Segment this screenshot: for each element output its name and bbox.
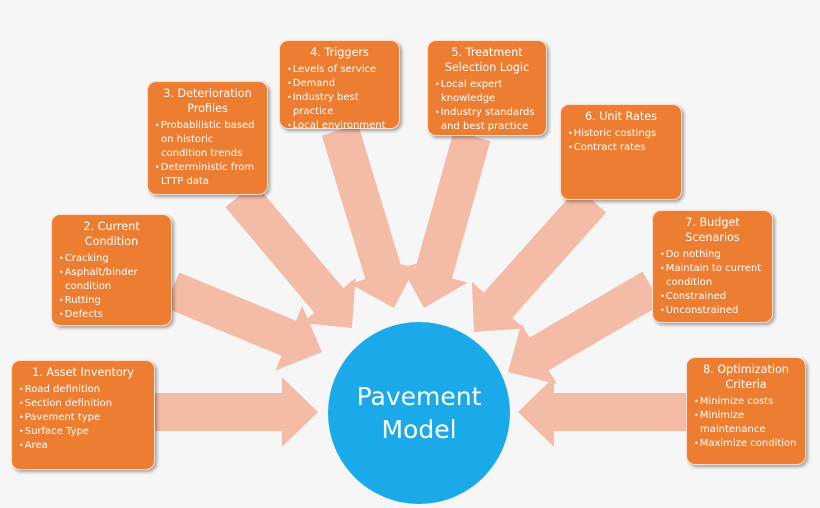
list-item: Rutting: [57, 294, 166, 308]
box-6: 6. Unit RatesHistoric costingsContract r…: [560, 104, 682, 200]
box-items: CrackingAsphalt/binder conditionRuttingD…: [57, 252, 166, 322]
box-title: 5. Treatment Selection Logic: [444, 46, 530, 74]
list-item: Contract rates: [566, 141, 676, 155]
box-title: 7. Budget Scenarios: [685, 216, 740, 244]
list-item: Probabilistic based on historic conditio…: [153, 119, 262, 161]
list-item: Historic costings: [566, 127, 676, 141]
box-4: 4. TriggersLevels of serviceDemandIndust…: [279, 40, 400, 131]
list-item: Cracking: [57, 252, 166, 266]
arrow-4: [321, 124, 418, 308]
list-item: Minimize costs: [692, 395, 800, 409]
list-item: Defects: [57, 308, 166, 322]
list-item: Pavement type: [17, 411, 149, 425]
list-item: Section definition: [17, 397, 149, 411]
list-item: Industry best practice: [285, 91, 394, 119]
box-title: 6. Unit Rates: [584, 110, 658, 123]
arrow-7: [508, 271, 662, 385]
box-items: Local expert knowledgeIndustry standards…: [433, 78, 541, 134]
list-item: Deterministic from LTTP data: [153, 161, 262, 189]
box-1: 1. Asset InventoryRoad definitionSection…: [11, 360, 155, 470]
box-title: 8. Optimization Criteria: [703, 363, 789, 391]
box-5: 5. Treatment Selection LogicLocal expert…: [427, 40, 547, 136]
list-item: Levels of service: [285, 63, 394, 77]
box-title: 1. Asset Inventory: [32, 366, 134, 379]
list-item: Local environment: [285, 119, 394, 133]
list-item: Industry standards and best practice: [433, 106, 541, 134]
list-item: Asphalt/binder condition: [57, 266, 166, 294]
list-item: Unconstrained: [658, 304, 767, 318]
box-items: Levels of serviceDemandIndustry best pra…: [285, 63, 394, 133]
center-line-1: Pavement: [356, 382, 482, 411]
arrow-1: [155, 377, 318, 447]
box-2: 2. Current ConditionCrackingAsphalt/bind…: [51, 214, 172, 326]
box-items: Probabilistic based on historic conditio…: [153, 119, 262, 189]
box-items: Minimize costsMinimize maintenanceMaximi…: [692, 395, 800, 451]
arrow-3: [225, 182, 356, 328]
box-items: Historic costingsContract rates: [566, 127, 676, 155]
list-item: Maintain to current condition: [658, 262, 767, 290]
arrow-2: [164, 272, 322, 371]
arrow-8: [518, 377, 686, 447]
list-item: Maximize condition: [692, 437, 800, 451]
box-title: 3. Deterioration Profiles: [163, 87, 252, 115]
list-item: Minimize maintenance: [692, 409, 800, 437]
list-item: Road definition: [17, 383, 149, 397]
list-item: Do nothing: [658, 248, 767, 262]
box-8: 8. Optimization CriteriaMinimize costsMi…: [686, 357, 806, 465]
box-3: 3. Deterioration ProfilesProbabilistic b…: [147, 81, 268, 195]
list-item: Area: [17, 439, 149, 453]
box-items: Do nothingMaintain to current conditionC…: [658, 248, 767, 318]
list-item: Constrained: [658, 290, 767, 304]
list-item: Surface Type: [17, 425, 149, 439]
box-items: Road definitionSection definitionPavemen…: [17, 383, 149, 453]
arrow-6: [471, 187, 607, 332]
arrow-5: [399, 130, 491, 308]
center-line-2: Model: [381, 415, 457, 444]
list-item: Demand: [285, 77, 394, 91]
box-7: 7. Budget Scenarios Do nothingMaintain to…: [652, 210, 773, 323]
box-title: 2. Current Condition: [83, 220, 140, 248]
list-item: Local expert knowledge: [433, 78, 541, 106]
box-title: 4. Triggers: [310, 46, 369, 59]
